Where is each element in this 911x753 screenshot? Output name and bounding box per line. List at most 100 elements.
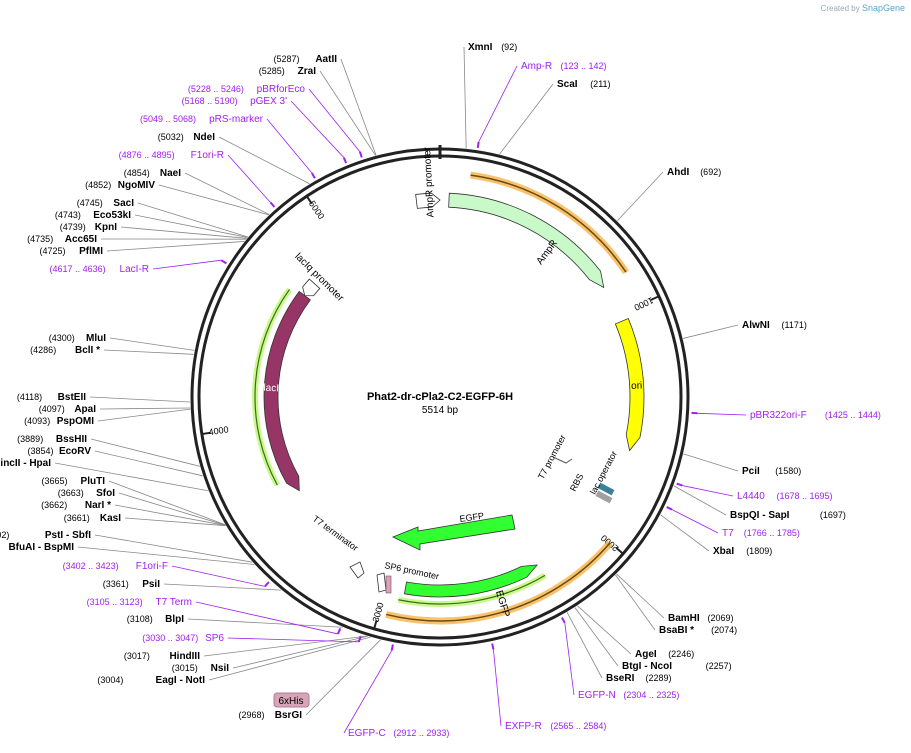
- leader-zrai: [319, 70, 376, 156]
- leader-xbai: [660, 514, 710, 552]
- site-position: (3017): [124, 651, 150, 661]
- primer-l4440: L4440(1678 .. 1695): [737, 491, 833, 502]
- primer-mark-pgex-3: [342, 157, 348, 164]
- site-name: BtgI - NcoI: [622, 661, 672, 672]
- egfp-outer-arrow: [403, 564, 539, 598]
- primer-leader-prs-marker: [266, 118, 313, 174]
- site-position: (4286): [30, 345, 56, 355]
- site-position: (1171): [782, 320, 807, 330]
- primer-amp-r: Amp-R(123 .. 142): [521, 61, 607, 72]
- site-position: (4735): [27, 234, 53, 244]
- tick-label-1000: 1000: [633, 295, 655, 312]
- primer-name: T7 Term: [156, 597, 193, 608]
- leader-ecorv: [94, 450, 203, 477]
- primer-name: LacI-R: [120, 264, 149, 275]
- site-name: NaeI: [160, 168, 181, 179]
- primer-mark-sp6: [357, 635, 362, 643]
- site-blpi: BlpI(3108): [127, 614, 184, 625]
- tick-5000: [305, 195, 313, 205]
- leader-bsteii: [89, 396, 191, 403]
- site-position: (2257): [706, 661, 732, 671]
- laci-arrow: [263, 290, 311, 492]
- primer-name: EGFP-C: [348, 728, 386, 739]
- primer-leader-egfp-c: [343, 650, 393, 734]
- primer-range: (3402 .. 3423): [63, 561, 119, 571]
- leader-scai: [499, 83, 554, 155]
- ampr-label: AmpR: [535, 238, 560, 267]
- site-name: NgoMIV: [118, 180, 156, 191]
- leader-aatii: [340, 58, 377, 156]
- primer-name: F1ori-F: [136, 561, 168, 572]
- site-position: (1697): [820, 510, 846, 520]
- leader-btgi-ncoi: [574, 607, 619, 667]
- created-by-text: Created by: [820, 4, 860, 13]
- leader-bsshii: [90, 438, 200, 467]
- site-sfoi: SfoI(3663): [58, 488, 115, 499]
- leader-nari: [114, 504, 226, 526]
- site-name: Acc65I: [65, 234, 97, 245]
- site-name: NsiI: [211, 663, 230, 674]
- rbs-mark: [595, 490, 613, 504]
- site-psti-sbfi: PstI - SbfI(3502): [0, 530, 91, 541]
- site-name: BsaBI *: [659, 625, 694, 636]
- leader-pcii: [683, 453, 739, 472]
- snapgene-logo-text: SnapGene: [861, 3, 905, 13]
- site-name: AatII: [315, 54, 337, 65]
- leader-naei: [184, 172, 270, 215]
- primer-mark-f1ori-r: [269, 201, 276, 208]
- site-name: NarI *: [85, 500, 111, 511]
- site-position: (4743): [55, 210, 81, 220]
- site-nari: NarI *(3662): [41, 500, 111, 511]
- site-position: (2968): [238, 710, 264, 720]
- site-xbai: XbaI(1809): [713, 546, 772, 557]
- site-position: (3663): [58, 488, 84, 498]
- primer-mark-l4440: [676, 482, 683, 487]
- site-acc65i: Acc65I (4735): [27, 234, 97, 245]
- rbs-label: RBS: [568, 472, 586, 493]
- primer-range: (1678 .. 1695): [777, 491, 833, 501]
- primer-name: F1ori-R: [191, 150, 224, 161]
- homology-band-top-line: [470, 174, 627, 273]
- site-ecorv: EcoRV(3854): [27, 446, 91, 457]
- site-position: (211): [590, 79, 610, 89]
- primer-mark-amp-r: [476, 141, 480, 148]
- primer-pbr322ori-f: pBR322ori-F(1425 .. 1444): [750, 410, 881, 421]
- primer-sp6: SP6(3030 .. 3047): [142, 633, 224, 644]
- site-position: (3854): [27, 446, 53, 456]
- leader-nsii: [232, 635, 368, 669]
- site-name: ScaI: [557, 79, 578, 90]
- primer-name: pRS-marker: [209, 114, 264, 125]
- site-position: (3004): [97, 675, 123, 685]
- site-bfuai-bspmi: BfuAI - BspMI(3491): [8, 542, 74, 553]
- site-pspomi: PspOMI(4093): [24, 416, 94, 427]
- site-position: (4118): [17, 392, 42, 402]
- primer-name: Amp-R: [521, 61, 552, 72]
- site-position: (2289): [646, 673, 672, 683]
- primer-leader-pbr322ori-f: [697, 412, 747, 416]
- leader-pflmi: [106, 241, 245, 252]
- leader-eagi-noti: [208, 636, 371, 681]
- leader-alwni: [682, 324, 739, 339]
- primer-mark-f1ori-f: [264, 581, 270, 588]
- site-name: SacI: [113, 198, 134, 209]
- site-bsrgi: BsrGI(2968): [238, 710, 302, 721]
- homology-band-bottom-line: [385, 542, 611, 622]
- primer-t7: T7(1766 .. 1785): [722, 528, 800, 539]
- site-name: Eco53kI: [93, 210, 131, 221]
- site-name: PluTI: [81, 476, 106, 487]
- homology-bands: [252, 171, 629, 625]
- site-position: (692): [700, 167, 721, 177]
- site-alwni: AlwNI(1171): [742, 320, 807, 331]
- primer-leader-t7: [671, 509, 719, 534]
- primer-exfp-r: EXFP-R(2565 .. 2584): [505, 721, 606, 732]
- primer-mark-prs-marker: [311, 172, 316, 179]
- leader-ahdi: [617, 171, 664, 222]
- primer-range: (1425 .. 1444): [825, 410, 881, 420]
- tick-label-4000: 4000: [208, 424, 229, 437]
- ampr-arrow: [448, 192, 605, 289]
- site-bcli: BclI *(4286): [30, 345, 100, 356]
- 6xhis-badge-label: 6xHis: [278, 696, 303, 707]
- primer-leader-l4440: [682, 485, 734, 497]
- primer-mark-egfp-n: [560, 617, 566, 624]
